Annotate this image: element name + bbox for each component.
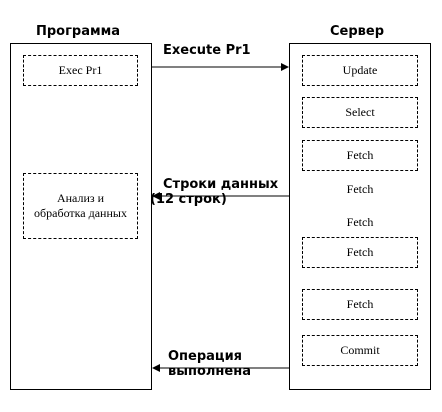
message-done-line2: выполнена bbox=[168, 363, 251, 379]
server-title: Сервер bbox=[330, 24, 385, 39]
server-step-update: Update bbox=[302, 55, 418, 86]
message-rows-line2: (12 строк) bbox=[150, 191, 227, 207]
server-step-select: Select bbox=[302, 97, 418, 128]
program-step-exec: Exec Pr1 bbox=[23, 55, 138, 86]
message-rows: Строки данных (12 строк) bbox=[150, 177, 279, 208]
message-done-line1: Операция bbox=[168, 349, 243, 364]
server-step-fetch-2: Fetch bbox=[346, 182, 374, 196]
server-step-fetch-5: Fetch bbox=[302, 289, 418, 320]
server-step-fetch-3: Fetch bbox=[346, 215, 374, 229]
message-rows-line1: Строки данных bbox=[163, 177, 279, 192]
message-execute: Execute Pr1 bbox=[163, 43, 251, 58]
message-done: Операция выполнена bbox=[168, 349, 251, 380]
server-step-fetch-1: Fetch bbox=[302, 140, 418, 171]
server-step-commit: Commit bbox=[302, 335, 418, 366]
program-step-analysis: Анализ и обработка данных bbox=[23, 173, 138, 239]
program-title: Программа bbox=[36, 24, 121, 39]
server-step-fetch-4: Fetch bbox=[302, 237, 418, 268]
